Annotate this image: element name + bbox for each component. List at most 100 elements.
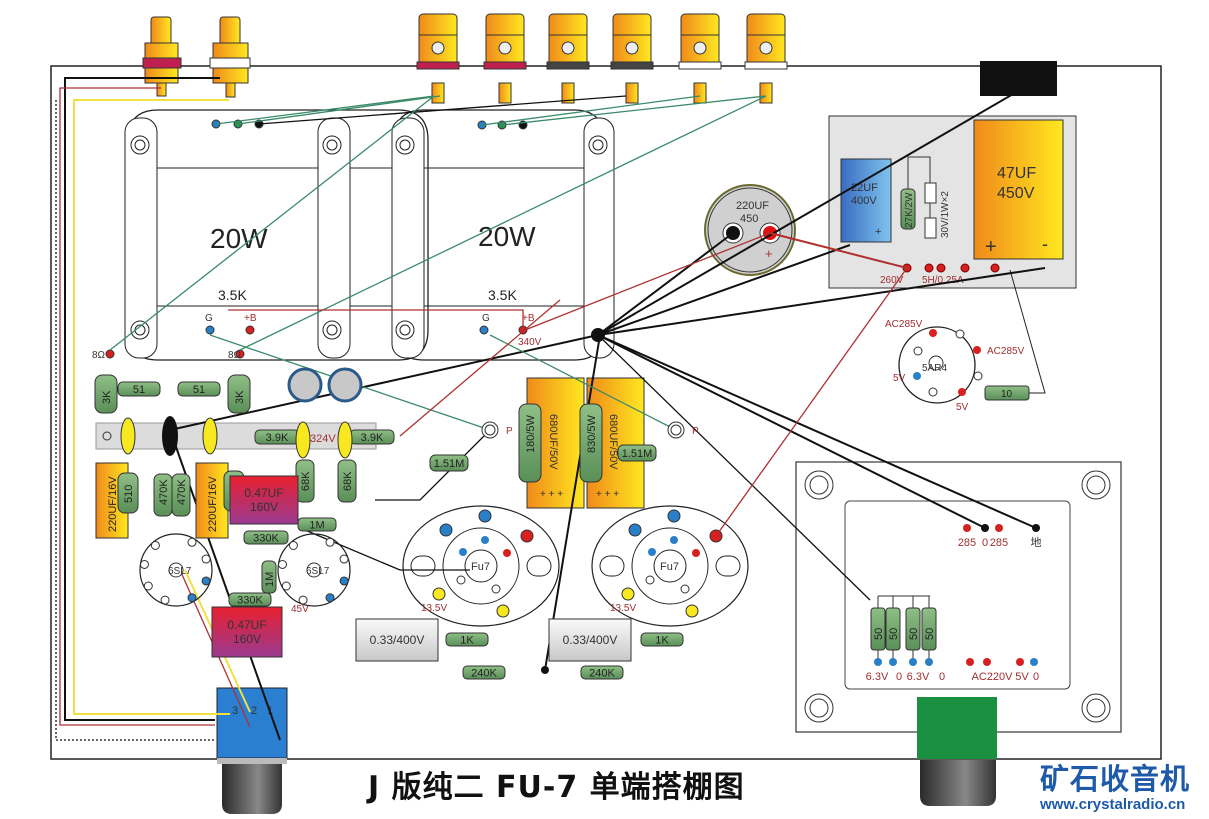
resistor-3k-left-label: 3K: [101, 390, 113, 404]
black-cap: [162, 416, 178, 456]
power-switch-knob[interactable]: [920, 760, 996, 806]
filter-cap-220uf: [704, 184, 796, 276]
resistor-1m51-left-label: 1.51M: [434, 458, 465, 470]
ceramic-cap: [120, 417, 136, 455]
resistor-51-left: 51: [117, 381, 161, 397]
resistor-330k-bottom: 330K: [228, 592, 272, 607]
resistor-240k-right-label: 240K: [589, 668, 615, 680]
svg-text:6SL7: 6SL7: [306, 566, 330, 577]
ot-right-power: 20W: [478, 221, 536, 252]
brand-name: 矿石收音机: [1040, 762, 1191, 796]
resistor-68k-left: 68K: [295, 459, 315, 503]
cathode-cap-right: 220UF/16V: [195, 462, 229, 539]
cap-47uf-value: 47UF: [997, 165, 1036, 182]
plate-decoupling-cap: [327, 367, 363, 403]
resistor-470k-a-label: 470K: [158, 479, 170, 505]
svg-text:Fu7: Fu7: [471, 561, 490, 573]
rca-input-left[interactable]: [142, 16, 182, 97]
heater-resistor-50: 50: [921, 607, 937, 651]
pt-pad: [963, 524, 971, 532]
output-transformer-left: [124, 109, 430, 361]
resistor-1k-left: 1K: [445, 632, 489, 647]
heater-resistor-50: 50: [885, 607, 901, 651]
diagram-title: J 版纯二 FU-7 单端搭棚图: [368, 770, 745, 805]
resistor-3k9-left-label: 3.9K: [266, 432, 289, 444]
resistor-1m-diag-label: 1M: [264, 572, 276, 587]
resistor-1m-top: 1M: [297, 517, 337, 532]
volume-pot[interactable]: [216, 687, 288, 814]
resistor-3k-right: 3K: [227, 374, 251, 414]
resistor-830-5w-label: 830/5W: [586, 414, 598, 453]
cap-47uf-voltage: 450V: [997, 185, 1035, 202]
psu-pad: [936, 263, 946, 273]
svg-text:50: 50: [873, 628, 885, 640]
driver-tube-socket: 6SL7: [139, 533, 213, 607]
resistor-1k-right: 1K: [640, 632, 684, 647]
coupling-cap-033-left-label: 0.33/400V: [370, 633, 425, 647]
resistor-470k-b-label: 470K: [176, 479, 188, 505]
psu-choke-label: 5H/0.25A: [922, 275, 964, 286]
cathode-voltage: 13.5V: [421, 603, 447, 614]
ot-left-tap: 8Ω: [92, 350, 106, 361]
terminal-pad: [205, 325, 215, 335]
resistor-10-label: 10: [1001, 389, 1013, 400]
resistor-240k-right: 240K: [580, 665, 624, 680]
resistor-1m51-right-label: 1.51M: [622, 448, 653, 460]
zener-label: 30V/1W×2: [940, 191, 951, 238]
speaker-terminal[interactable]: [483, 13, 527, 104]
speaker-terminal[interactable]: [678, 13, 722, 104]
heater-resistor-50: 50: [870, 607, 886, 651]
cathode-voltage: 13.5V: [610, 603, 636, 614]
resistor-3k-left: 3K: [94, 374, 118, 414]
speaker-terminal[interactable]: [610, 13, 654, 104]
resistor-240k-left-label: 240K: [471, 668, 497, 680]
brand-url: www.crystalradio.cn: [1040, 796, 1186, 813]
psu-pad: [924, 263, 934, 273]
resistor-180-5w: 180/5W: [518, 403, 542, 483]
svg-text:50: 50: [924, 628, 936, 640]
resistor-1m51-left: 1.51M: [429, 454, 469, 472]
speaker-terminal[interactable]: [416, 13, 460, 104]
ot-left-impedance: 3.5K: [218, 287, 247, 303]
resistor-330k-bottom-label: 330K: [237, 595, 263, 607]
output-transformer-right: [391, 109, 615, 361]
coupling-cap-top-label: 160V: [250, 500, 278, 514]
ot-left-b-label: +B: [244, 313, 257, 324]
ground-node: [541, 666, 549, 674]
pot-pin-2: 2: [251, 705, 257, 717]
plate-cap-terminal: [481, 421, 499, 439]
plate-cap-terminal: [667, 421, 685, 439]
power-transformer: [795, 461, 1122, 759]
resistor-330k-top: 330K: [243, 530, 289, 545]
power-supply-board: [828, 115, 1077, 289]
rca-input-right[interactable]: [209, 16, 251, 98]
resistor-3k9-left: 3.9K: [254, 429, 300, 445]
speaker-terminal[interactable]: [546, 13, 590, 104]
rect-pin6-label: AC285V: [987, 346, 1025, 357]
resistor-1k-left-label: 1K: [460, 635, 474, 647]
resistor-1m51-right: 1.51M: [617, 444, 657, 462]
ot-right-tap: 8Ω: [228, 350, 242, 361]
cap-plus-right: + + +: [596, 489, 619, 500]
resistor-470k-a: 470K: [153, 473, 173, 517]
rect-pin8-label: 5V: [956, 402, 969, 413]
ot-right-g-label: G: [482, 313, 490, 324]
resistor-3k-right-label: 3K: [234, 390, 246, 404]
psu-pad: [990, 263, 1000, 273]
ceramic-cap: [295, 421, 311, 459]
resistor-3k9-right: 3.9K: [349, 429, 395, 445]
resistor-1k-right-label: 1K: [655, 635, 669, 647]
speaker-terminal[interactable]: [744, 13, 788, 104]
heater-resistor-50: 50: [905, 607, 921, 651]
cap-22uf-value: 22UF: [851, 182, 878, 194]
svg-text:50: 50: [888, 628, 900, 640]
terminal-pad: [105, 349, 115, 359]
svg-text:6SL7: 6SL7: [168, 566, 192, 577]
cap-plus-left: + + +: [540, 489, 563, 500]
cathode-cap-right-label: 220UF/16V: [207, 476, 219, 532]
pt-top-label: 0: [982, 537, 988, 549]
resistor-470k-b: 470K: [171, 473, 191, 517]
